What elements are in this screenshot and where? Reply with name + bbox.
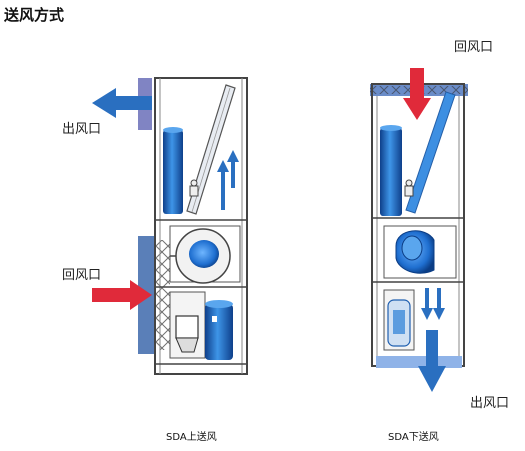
left-cabinet-frame xyxy=(154,77,248,375)
right-caption: SDA下送风 xyxy=(388,432,439,443)
right-valve-icon xyxy=(404,185,414,197)
left-compressor-icon xyxy=(175,315,199,339)
page-title: 送风方式 xyxy=(4,6,65,24)
left-coil xyxy=(163,130,183,214)
right-unit xyxy=(370,68,468,392)
left-caption: SDA上送风 xyxy=(166,432,217,443)
left-unit xyxy=(92,77,248,375)
left-outlet-label: 出风口 xyxy=(62,122,102,137)
right-return-arrow xyxy=(403,68,431,120)
left-internal-airflow-arrows xyxy=(217,150,239,210)
right-coil xyxy=(380,128,402,216)
right-outlet-label: 出风口 xyxy=(470,396,510,411)
left-tank xyxy=(205,304,233,360)
left-return-grille xyxy=(156,240,170,350)
left-supply-arrow xyxy=(92,88,152,118)
right-filter xyxy=(405,91,456,214)
left-return-label: 回风口 xyxy=(62,268,102,283)
left-fan-icon xyxy=(189,240,219,268)
right-internal-airflow-arrows xyxy=(421,288,445,320)
left-valve-icon xyxy=(189,185,199,197)
right-return-label: 回风口 xyxy=(454,40,494,55)
left-return-arrow xyxy=(92,280,152,310)
right-supply-arrow xyxy=(418,330,446,392)
right-bottom-outlet-panel xyxy=(376,356,462,368)
